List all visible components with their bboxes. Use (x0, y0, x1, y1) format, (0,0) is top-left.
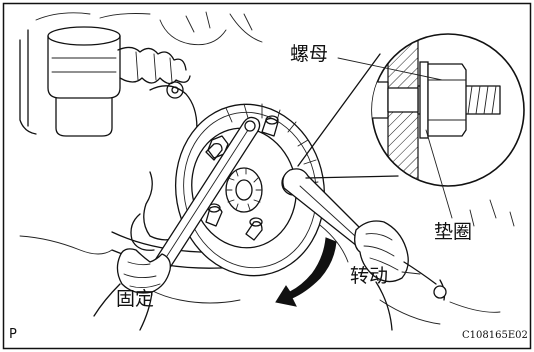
hold-label: 固定 (116, 288, 154, 310)
nut-part (427, 63, 467, 137)
hub-bolt-bottom (245, 217, 263, 241)
hub-bolt-bottom-left (205, 203, 223, 227)
rotation-direction-arrow (275, 237, 337, 307)
label-leaders (337, 57, 453, 275)
nut-label: 螺母 (290, 43, 328, 65)
right-hand (354, 220, 447, 331)
hub-bolt-top (261, 115, 279, 137)
detail-magnified-view (371, 33, 525, 187)
left-hand (93, 248, 171, 331)
figure-code: C108165E02 (462, 330, 528, 341)
washer-label: 垫圈 (434, 221, 472, 243)
washer-part (419, 61, 429, 139)
detail-callout-lines (297, 53, 399, 179)
turn-label: 转动 (350, 265, 388, 287)
corner-mark: P (9, 327, 17, 342)
